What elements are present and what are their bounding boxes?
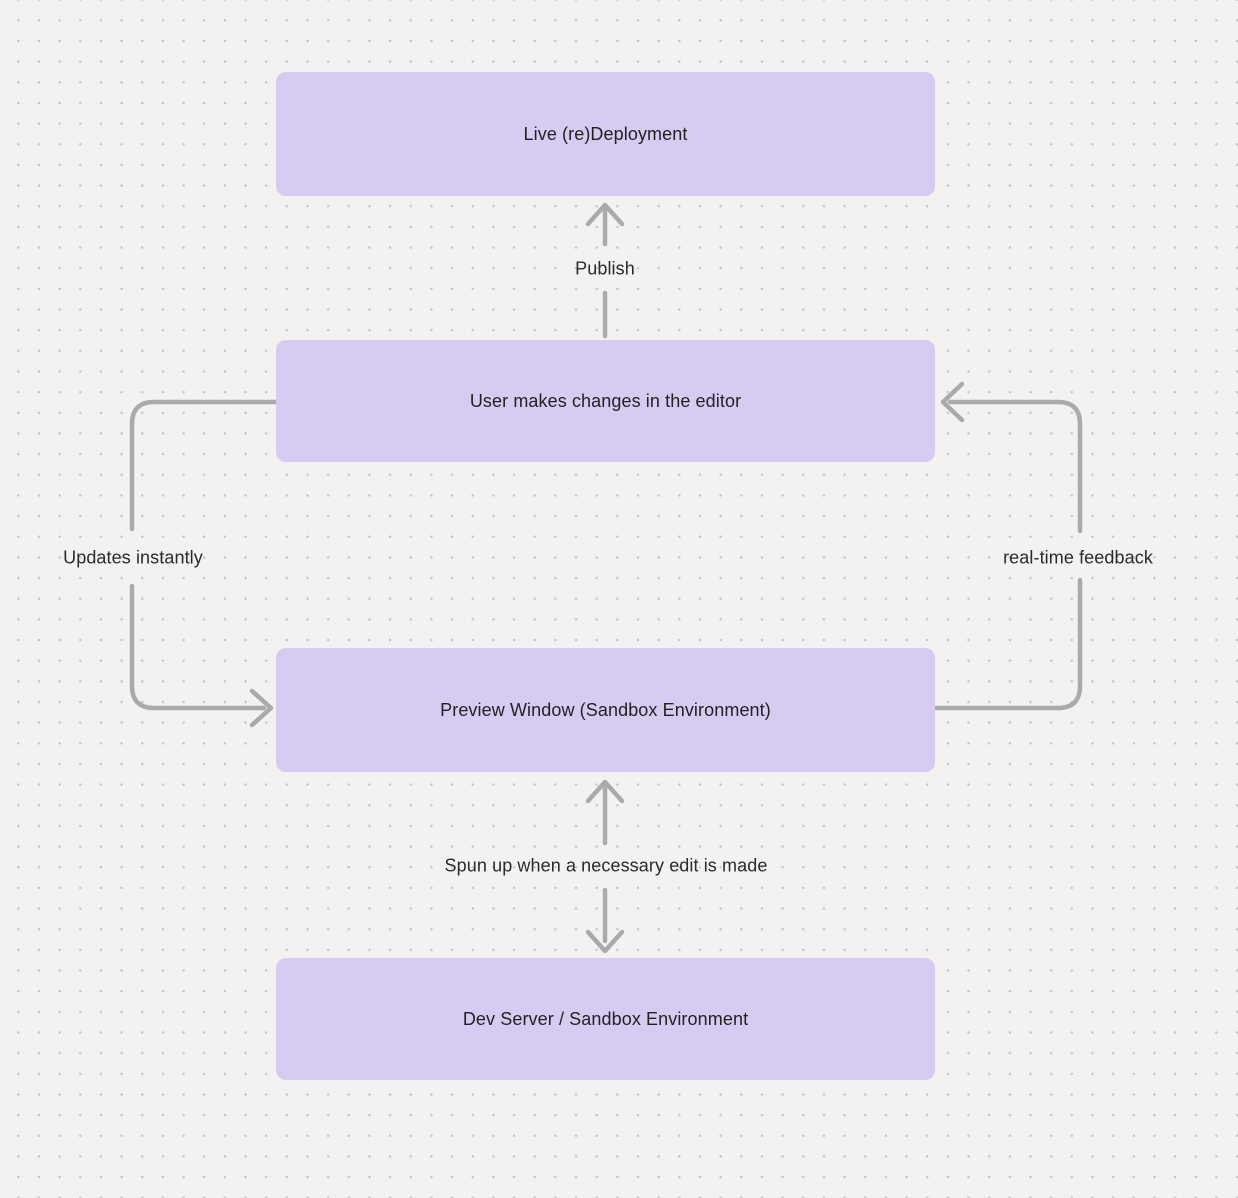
node-live-redeployment: Live (re)Deployment [276,72,935,196]
arrow-updates-head-right-icon [249,688,274,728]
node-dev-server: Dev Server / Sandbox Environment [276,958,935,1080]
node-user-editor: User makes changes in the editor [276,340,935,462]
edge-label-updates-instantly: Updates instantly [63,547,203,568]
node-label: Live (re)Deployment [523,123,688,144]
arrow-feedback-upper [947,399,1083,534]
arrow-spunup-head-down-icon [585,929,625,954]
arrow-feedback-head-left-icon [940,381,965,423]
node-label: Dev Server / Sandbox Environment [462,1008,749,1029]
node-label: Preview Window (Sandbox Environment) [440,699,771,720]
edge-label-spun-up: Spun up when a necessary edit is made [444,855,768,876]
edge-label-publish: Publish [575,258,635,279]
arrow-publish-head-up-icon [585,202,625,227]
arrow-feedback-lower [931,577,1083,711]
node-label: User makes changes in the editor [469,390,742,411]
arrow-spunup-head-up-icon [585,779,625,804]
arrow-updates-lower [129,583,267,711]
arrow-updates-upper [129,399,280,532]
edge-label-real-time-feedback: real-time feedback [1003,547,1153,568]
node-preview-window: Preview Window (Sandbox Environment) [276,648,935,772]
